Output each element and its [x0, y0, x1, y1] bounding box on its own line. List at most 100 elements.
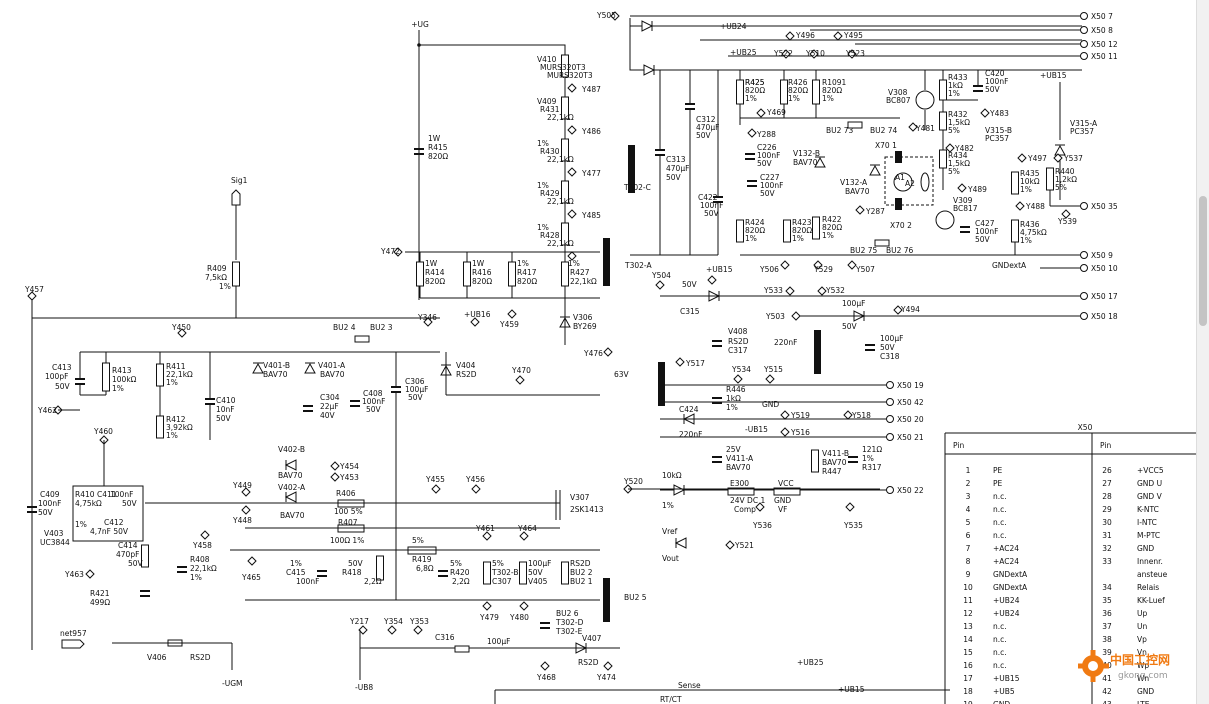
net-label: Y539: [1057, 217, 1077, 226]
net-flag: [247, 556, 257, 566]
net-label: Sig1: [231, 176, 248, 185]
resistor-symbol: [939, 149, 947, 169]
diode-symbol: [814, 156, 826, 168]
component-ref: VCC: [778, 479, 794, 488]
net-label: +UB25: [797, 658, 824, 667]
net-flag: [781, 49, 791, 59]
pin-number: 43: [1102, 700, 1112, 704]
net-label: net957: [60, 629, 87, 638]
resistor-symbol: [102, 362, 110, 392]
pin-signal: GNDextA: [993, 570, 1028, 579]
component-tol: 1%: [822, 231, 834, 240]
diode-type: 1%: [662, 501, 674, 510]
net-label: Y520: [623, 477, 643, 486]
component-tol: V405: [528, 577, 548, 586]
connector-symbol: [354, 335, 370, 343]
net-label: Y529: [813, 265, 833, 274]
transistor-symbol: [935, 210, 955, 230]
component-value: 100nF: [975, 227, 998, 236]
pin-number: 3: [966, 492, 971, 501]
connector-label: X70 1: [875, 141, 897, 150]
connector-ref: BU2 73: [826, 126, 854, 135]
component-tol: 1%: [166, 431, 178, 440]
connector-label: X50 42: [897, 398, 924, 407]
net-flag: [358, 625, 368, 635]
net-flag: [785, 31, 795, 41]
component-value: 820Ω: [745, 226, 765, 235]
resistor-symbol: [783, 219, 791, 243]
net-label: Y518: [851, 411, 871, 420]
net-flag: [893, 305, 903, 315]
capacitor-symbol: [655, 154, 665, 156]
resistor-symbol: [483, 561, 491, 585]
capacitor-symbol: [865, 349, 875, 351]
net-label: +UB24: [720, 22, 747, 31]
component-ref: R424: [745, 218, 765, 227]
component-ref: C420: [985, 69, 1005, 78]
pin-signal: LTE: [1137, 700, 1150, 704]
pin-number: 17: [963, 674, 973, 683]
connector-label: X50 9: [1091, 251, 1113, 260]
component-value: 470µF: [666, 164, 689, 173]
net-label: Y532: [825, 286, 845, 295]
net-flag: [567, 167, 577, 177]
pin-number: 14: [963, 635, 973, 644]
net-label: Y510: [805, 49, 825, 58]
capacitor-symbol: [317, 575, 327, 577]
diode-ref: 10kΩ: [662, 471, 682, 480]
component-tol: VF: [778, 505, 787, 514]
net-flag: [655, 280, 665, 290]
pin-number: 28: [1102, 492, 1112, 501]
resistor-symbol: [232, 261, 240, 287]
component-tol: 22,1kΩ: [547, 113, 574, 122]
transformer-winding: [603, 578, 610, 622]
connector-symbol: [874, 239, 890, 247]
resistor-symbol: [812, 79, 820, 105]
vertical-scrollbar[interactable]: [1196, 0, 1209, 704]
connector-label: X50 20: [897, 415, 924, 424]
diode-symbol: [284, 459, 297, 471]
net-flag: [423, 317, 433, 327]
net-flag: [471, 484, 481, 494]
pin-number: 30: [1102, 518, 1112, 527]
pin-table-title: X50: [1078, 423, 1093, 432]
resistor-symbol: [519, 561, 527, 585]
component-ref: R421: [90, 589, 110, 598]
net-label: +UB15: [1040, 71, 1067, 80]
net-flag: [809, 49, 819, 59]
component-value: 1,5kΩ: [948, 118, 970, 127]
component-ref: 121Ω: [862, 445, 882, 454]
net-flag: [482, 601, 492, 611]
pin-table-header-right: Pin: [1100, 441, 1111, 450]
capacitor-symbol: [140, 595, 150, 597]
component-tol: MURS320T3: [547, 71, 593, 80]
component-tol: 40V: [320, 411, 336, 420]
pin-signal: PE: [993, 479, 1003, 488]
connector-label: X50 22: [897, 486, 924, 495]
net-label: Y533: [763, 286, 783, 295]
component-tol: 50V: [985, 85, 1001, 94]
net-flag: [845, 502, 855, 512]
component-ref: C410: [216, 396, 236, 405]
scrollbar-thumb[interactable]: [1199, 196, 1207, 326]
net-label: Y537: [1063, 154, 1083, 163]
net-flag: [540, 661, 550, 671]
component-tol: 50V: [760, 189, 776, 198]
net-label: Y460: [93, 427, 113, 436]
component-value: 1%: [862, 454, 874, 463]
pin-number: 18: [963, 687, 973, 696]
component-ref: 1%: [517, 259, 529, 268]
component-tol: 5%: [1055, 183, 1067, 192]
pin-signal: n.c.: [993, 518, 1007, 527]
pin-signal: +UB24: [993, 609, 1020, 618]
component-ref: R446: [726, 385, 746, 394]
transformer-ref: 63V: [614, 370, 630, 379]
component-ref: 100µF: [880, 334, 903, 343]
component-ref: 100µF: [528, 559, 551, 568]
pin-signal: Vn: [1137, 648, 1147, 657]
component-tol: 50V: [216, 414, 232, 423]
net-label: Y217: [349, 617, 369, 626]
transformer-ref: T302-A: [624, 261, 652, 270]
component-value: R415: [428, 143, 448, 152]
net-label: Y474: [596, 673, 616, 682]
